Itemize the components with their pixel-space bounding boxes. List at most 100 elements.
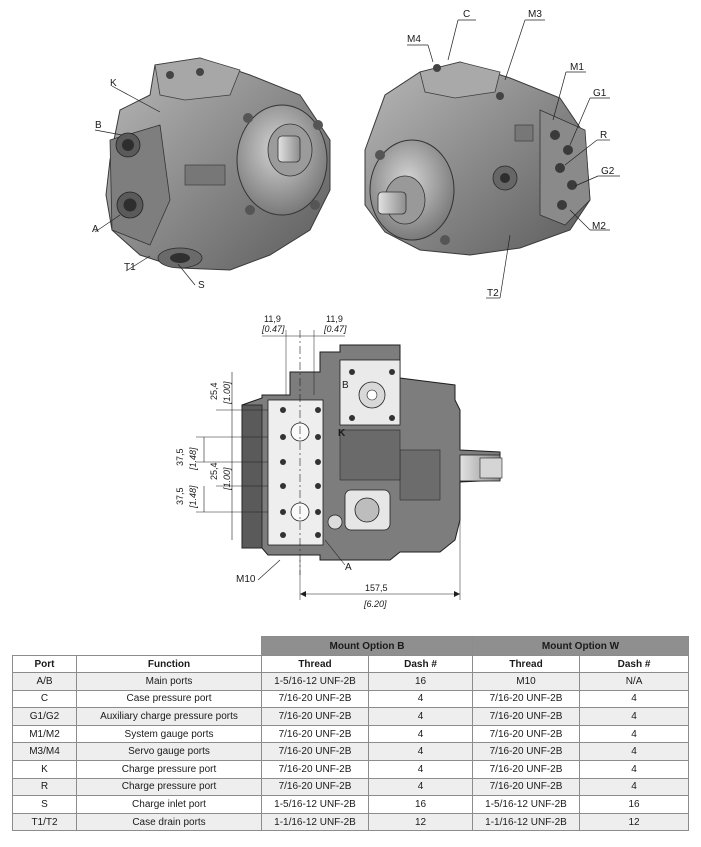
- dimension-drawing: 11,9 [0.47] 11,9 [0.47] 25,4 [1.00] 37,5…: [175, 314, 503, 609]
- header-dash-b: Dash #: [367, 655, 474, 673]
- cell-thread-w: 7/16-20 UNF-2B: [472, 742, 581, 761]
- cell-port: C: [12, 689, 77, 709]
- header-thread-w: Thread: [472, 655, 581, 673]
- callout-g2: G2: [601, 166, 615, 177]
- dim-v3: 25,4: [209, 462, 219, 480]
- cell-thread-b: 7/16-20 UNF-2B: [261, 777, 369, 797]
- dim-v1: 25,4: [209, 382, 219, 400]
- cell-port: R: [12, 777, 77, 797]
- table-row: R Charge pressure port 7/16-20 UNF-2B 4 …: [12, 777, 690, 797]
- cell-dash-w: 4: [579, 689, 690, 709]
- callouts-left: K B A T1 S: [92, 78, 205, 291]
- callout-t1: T1: [124, 262, 136, 273]
- cell-port: G1/G2: [12, 707, 77, 726]
- cell-function: Servo gauge ports: [76, 742, 262, 761]
- cell-thread-w: 1-1/16-12 UNF-2B: [472, 812, 581, 832]
- cell-thread-b: 1-1/16-12 UNF-2B: [261, 812, 369, 832]
- drawing-label-k: K: [338, 428, 346, 439]
- cell-dash-b: 4: [367, 724, 474, 744]
- cell-thread-w: 7/16-20 UNF-2B: [472, 707, 581, 726]
- cell-thread-b: 7/16-20 UNF-2B: [261, 742, 369, 761]
- callout-k: K: [110, 78, 117, 89]
- dim-bottom-in: [6.20]: [363, 599, 387, 609]
- cell-dash-b: 4: [367, 689, 474, 709]
- callout-m2: M2: [592, 221, 606, 232]
- callout-b: B: [95, 120, 102, 131]
- table-header-row: Port Function Thread Dash # Thread Dash …: [12, 655, 690, 673]
- table-row: M1/M2 System gauge ports 7/16-20 UNF-2B …: [12, 724, 690, 744]
- cell-dash-b: 16: [367, 672, 474, 691]
- cell-port: K: [12, 759, 77, 779]
- table-row: C Case pressure port 7/16-20 UNF-2B 4 7/…: [12, 689, 690, 709]
- cell-function: Case drain ports: [76, 812, 262, 832]
- callout-r: R: [600, 130, 607, 141]
- cell-function: Charge pressure port: [76, 759, 262, 779]
- cell-thread-b: 1-5/16-12 UNF-2B: [261, 795, 369, 814]
- cell-function: Case pressure port: [76, 689, 262, 709]
- cell-dash-w: 4: [579, 777, 690, 797]
- cell-dash-b: 12: [367, 812, 474, 832]
- dim-top-right: 11,9: [326, 314, 343, 324]
- group-mount-option-b: Mount Option B: [260, 636, 474, 656]
- pump-view-right: [364, 61, 591, 256]
- cell-thread-b: 7/16-20 UNF-2B: [261, 724, 369, 744]
- port-specification-table: Mount Option B Mount Option W Port Funct…: [12, 636, 690, 832]
- table-row: M3/M4 Servo gauge ports 7/16-20 UNF-2B 4…: [12, 742, 690, 761]
- table-row: K Charge pressure port 7/16-20 UNF-2B 4 …: [12, 759, 690, 779]
- drawing-label-a: A: [345, 562, 352, 573]
- cell-port: S: [12, 795, 77, 814]
- cell-dash-w: 12: [579, 812, 690, 832]
- cell-thread-w: 7/16-20 UNF-2B: [472, 777, 581, 797]
- cell-dash-w: 16: [579, 795, 690, 814]
- callout-s: S: [198, 280, 205, 291]
- callout-m3: M3: [528, 9, 542, 20]
- cell-dash-w: N/A: [579, 672, 690, 691]
- cell-port: M1/M2: [12, 724, 77, 744]
- cell-thread-w: 7/16-20 UNF-2B: [472, 724, 581, 744]
- dim-v1-in: [1.00]: [222, 381, 232, 405]
- callouts-right: C M3 M4 M1 G1 R G2 M2 T2: [407, 9, 620, 299]
- dim-top-left-in: [0.47]: [261, 324, 285, 334]
- dim-top-right-in: [0.47]: [323, 324, 347, 334]
- header-function: Function: [76, 655, 262, 673]
- cell-thread-w: 7/16-20 UNF-2B: [472, 759, 581, 779]
- header-dash-w: Dash #: [579, 655, 690, 673]
- cell-thread-b: 7/16-20 UNF-2B: [261, 707, 369, 726]
- cell-function: Charge inlet port: [76, 795, 262, 814]
- header-thread-b: Thread: [261, 655, 369, 673]
- callout-m1: M1: [570, 62, 584, 73]
- dim-bottom: 157,5: [365, 583, 388, 593]
- callout-m4: M4: [407, 34, 421, 45]
- header-port: Port: [12, 655, 77, 673]
- table-row: G1/G2 Auxiliary charge pressure ports 7/…: [12, 707, 690, 726]
- cell-port: M3/M4: [12, 742, 77, 761]
- cell-port: A/B: [12, 672, 77, 691]
- pump-illustration-area: K B A T1 S C M3: [92, 9, 620, 609]
- group-mount-option-w: Mount Option W: [472, 636, 690, 656]
- cell-port: T1/T2: [12, 812, 77, 832]
- cell-thread-w: M10: [472, 672, 581, 691]
- pump-view-left: [105, 57, 331, 271]
- cell-dash-w: 4: [579, 742, 690, 761]
- drawing-label-b: B: [342, 380, 349, 391]
- cell-dash-b: 4: [367, 707, 474, 726]
- cell-dash-w: 4: [579, 759, 690, 779]
- callout-a: A: [92, 224, 99, 235]
- cell-dash-b: 4: [367, 759, 474, 779]
- port-table-container: Mount Option B Mount Option W Port Funct…: [12, 636, 690, 832]
- table-row: T1/T2 Case drain ports 1-1/16-12 UNF-2B …: [12, 812, 690, 832]
- cell-dash-b: 4: [367, 777, 474, 797]
- cell-dash-w: 4: [579, 724, 690, 744]
- table-group-header-row: Mount Option B Mount Option W: [12, 636, 690, 656]
- table-row: A/B Main ports 1-5/16-12 UNF-2B 16 M10 N…: [12, 672, 690, 691]
- cell-function: Main ports: [76, 672, 262, 691]
- drawing-label-m10: M10: [236, 574, 256, 585]
- dim-v4-in: [1.48]: [188, 485, 198, 509]
- table-group-spacer: [12, 636, 262, 656]
- cell-thread-b: 7/16-20 UNF-2B: [261, 689, 369, 709]
- cell-thread-b: 1-5/16-12 UNF-2B: [261, 672, 369, 691]
- table-row: S Charge inlet port 1-5/16-12 UNF-2B 16 …: [12, 795, 690, 814]
- cell-thread-w: 1-5/16-12 UNF-2B: [472, 795, 581, 814]
- cell-dash-b: 16: [367, 795, 474, 814]
- cell-thread-w: 7/16-20 UNF-2B: [472, 689, 581, 709]
